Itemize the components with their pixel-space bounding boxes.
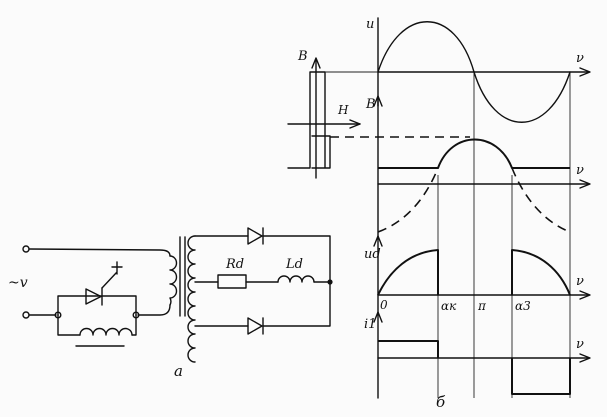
inductor-label: Ld: [285, 257, 303, 272]
tick-pi: π: [477, 299, 487, 313]
b-dashed-left: [377, 167, 439, 233]
diode-bottom: [247, 317, 263, 335]
resistor-label: Rd: [225, 257, 244, 272]
b-axis-arrow: [373, 95, 383, 107]
bh-h-label: H: [337, 103, 349, 117]
bh-b-arrow: [311, 57, 321, 69]
bh-loop-curve: [287, 71, 331, 169]
source-label: ~v: [8, 275, 28, 291]
i1-theta-label: ν: [576, 337, 584, 352]
u-axis-arrow: [579, 67, 591, 77]
u-theta-label: ν: [576, 51, 584, 66]
shunt-winding-wire: [57, 314, 137, 336]
bh-loop: B H: [287, 49, 470, 179]
ud-theta-label: ν: [576, 274, 584, 289]
thyristor-branch-wire: [57, 295, 137, 316]
transformer-secondary-coil: [187, 235, 196, 363]
thyristor-symbol: [85, 288, 102, 305]
u-axis-label: u: [366, 17, 374, 32]
bh-b-label: B: [297, 49, 308, 64]
transformer-primary-coil: [169, 255, 178, 306]
secondary-wire-top-right: [262, 235, 331, 327]
tick-0: 0: [380, 298, 388, 312]
i1-axis-theta-arrow: [579, 353, 591, 363]
circuit-caption: а: [174, 362, 183, 380]
tick-alpha-3: α3: [515, 299, 531, 313]
ud-axis-arrow: [373, 235, 383, 247]
bh-h-arrow: [349, 119, 361, 129]
u-sine-curve: [377, 21, 571, 123]
b-axis-theta-arrow: [579, 179, 591, 189]
ud-curve-1: [377, 249, 439, 296]
ud-axis-label: ud: [364, 247, 381, 262]
i1-axis-arrow: [373, 311, 383, 323]
diode-top: [247, 227, 263, 245]
inductor-ld: [277, 275, 315, 283]
shunt-winding-coil: [79, 327, 133, 336]
source-terminal-top: [22, 245, 30, 253]
i1-axis-label: i1: [364, 317, 376, 332]
b-dashed-right: [511, 167, 571, 233]
source-terminal-bottom: [22, 311, 30, 319]
primary-wire-return: [137, 304, 171, 316]
thyristor-gate: [101, 261, 123, 289]
circuit-diagram: ~v Rd Ld а: [8, 227, 333, 380]
i1-pulse-positive: [378, 340, 439, 358]
tick-alpha-k: αк: [441, 299, 457, 313]
ud-axis-theta-arrow: [579, 290, 591, 300]
waveforms: u ν B ν ud ν 0 αк π α3 i1 ν б: [364, 17, 591, 411]
resistor-rd: [217, 274, 247, 289]
b-theta-label: ν: [576, 163, 584, 178]
b-saturation-curve: [378, 138, 570, 169]
ud-curve-2: [511, 249, 571, 296]
b-axis-label: B: [365, 97, 376, 112]
primary-wire-top: [28, 248, 171, 257]
i1-pulse-negative: [511, 358, 571, 395]
waveform-caption: б: [436, 393, 446, 411]
load-junction: [327, 279, 333, 285]
